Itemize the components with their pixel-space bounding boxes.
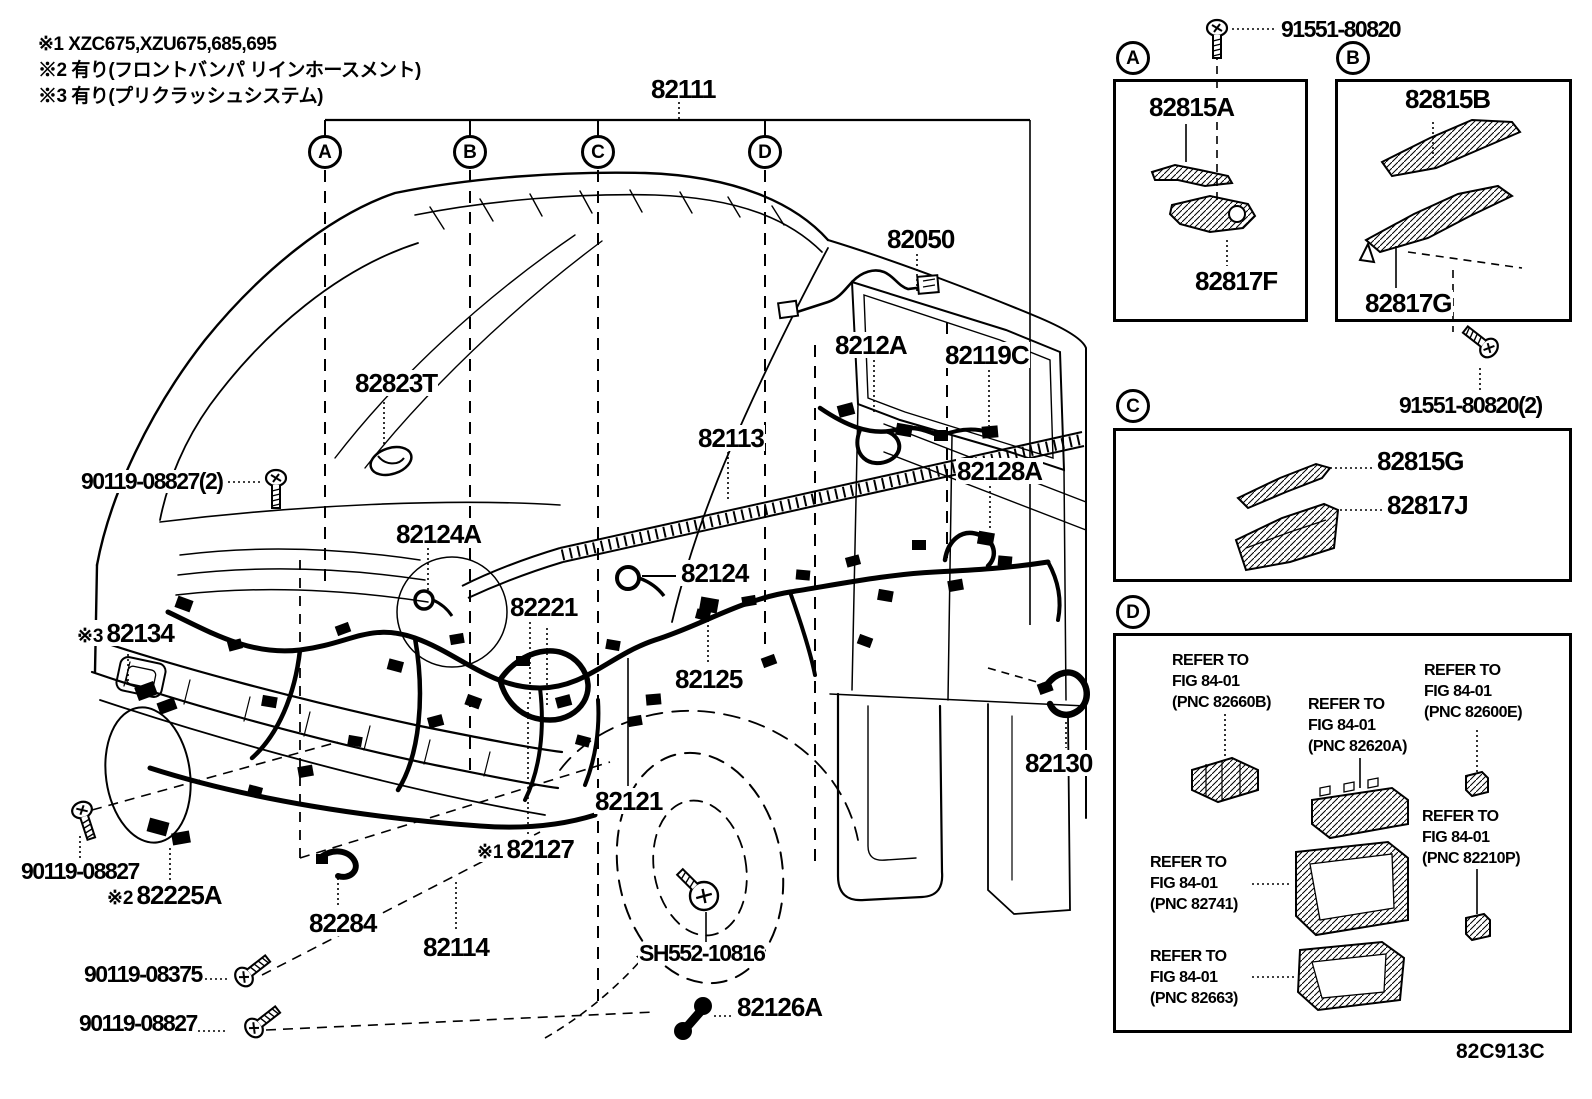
footnotes: ※1 XZC675,XZU675,685,695 ※2 有り(フロントバンパ リ… [38,32,421,110]
part-label-82130: 82130 [1024,748,1093,778]
part-label-82815A: 82815A [1148,92,1235,122]
part-label-82126A: 82126A [736,992,823,1022]
part-label-82815G: 82815G [1376,446,1465,476]
part-label-8212A: 8212A [834,330,908,360]
footnote-2: ※2 有り(フロントバンパ リインホースメント) [38,60,421,81]
part-label-82817F: 82817F [1194,266,1278,296]
sh552-screw-icon [675,867,720,912]
part-label-82114: 82114 [422,932,490,962]
part-label-82128A: 82128A [956,456,1043,486]
diagram-code: 82C913C [1456,1040,1545,1063]
part-label-82817G: 82817G [1364,288,1453,318]
part-label-82284: 82284 [308,908,377,938]
truck-cab-outline [90,171,1087,985]
part-label-82124: 82124 [680,558,749,588]
detail-box-d [1113,633,1572,1033]
screws [68,18,1503,1042]
part-label-90119-08827-a: 90119-08827 [20,858,140,884]
leader-lines [79,28,1523,1032]
footnote-3: ※3 有り(プリクラッシュシステム) [38,86,323,107]
footnote-1: ※1 XZC675,XZU675,685,695 [38,34,277,55]
detail-callout-c: C [1116,389,1150,423]
detail-box-parts [1150,118,1522,1012]
part-label-90119-08827-2: 90119-08827(2) [80,468,224,494]
callout-c: C [581,135,615,169]
connector-blobs [134,402,1054,1040]
part-label-82121: 82121 [594,786,663,816]
grommet-82823T [369,445,413,477]
part-label-82119C: 82119C [944,340,1030,370]
part-label-82111: 82111 [650,74,716,104]
callout-a: A [308,135,342,169]
part-label-90119-08827-b: 90119-08827 [78,1010,198,1036]
detail-box-a [1113,79,1308,322]
part-label-82113: 82113 [697,423,765,453]
part-label-82823T: 82823T [354,368,438,398]
wire-82050 [776,269,940,320]
part-label-82125: 82125 [674,664,743,694]
detail-callout-d: D [1116,595,1150,629]
part-label-91551-80820: 91551-80820 [1280,16,1402,42]
callout-b: B [453,135,487,169]
part-label-82221: 82221 [509,592,578,622]
part-label-82124A: 82124A [395,519,482,549]
part-label-90119-08375: 90119-08375 [83,961,203,987]
part-label-SH552-10816: SH552-10816 [638,940,766,966]
detail-box-b [1335,79,1572,322]
part-label-82050: 82050 [886,224,955,254]
detail-callout-b: B [1336,41,1370,75]
detail-callout-a: A [1116,41,1150,75]
section-lines [91,102,1045,1039]
part-label-91551-80820-2: 91551-80820(2) [1398,392,1543,418]
part-label-82815B: 82815B [1404,84,1491,114]
callout-d: D [748,135,782,169]
part-label-82817J: 82817J [1386,490,1469,520]
detail-box-c [1113,428,1572,582]
ring-connectors [413,565,666,617]
